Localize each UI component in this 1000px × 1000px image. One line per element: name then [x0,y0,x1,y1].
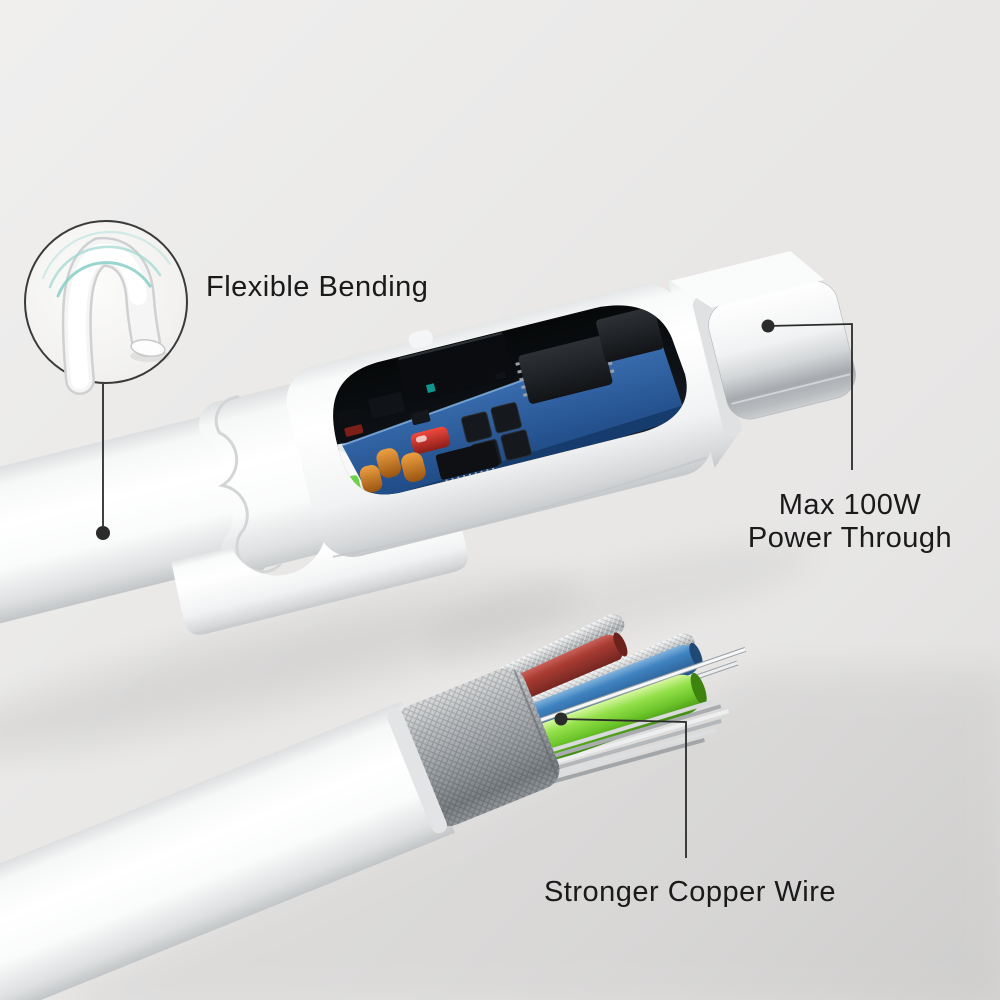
callout-max-power [761,319,853,470]
flex-arcs-icon [41,230,172,298]
copper-wire-green [514,674,703,768]
max-power-label-line2: Power Through [748,522,952,554]
leader-dot-copper [554,712,568,726]
braided-shield-collar [387,667,560,834]
pcb-components [336,306,664,500]
connector-neck [667,277,738,468]
leader-line-power [767,323,853,470]
leader-line-copper [560,718,687,858]
copper-wire-label: Stronger Copper Wire [544,876,836,908]
callout-flexible-bending [96,384,110,540]
red-led [410,426,451,454]
leader-dot-flexible [96,526,110,540]
shell-latch-nub [408,329,433,349]
bent-cable-icon [61,236,170,395]
leader-dot-power [761,319,775,333]
flexible-bending-inset [24,220,188,395]
usb-c-connector-assembly [0,251,856,639]
capacitor [376,448,401,478]
usb-c-tip-top-face [670,251,825,308]
cast-shadows [0,544,1000,1000]
collar-rim [387,709,447,834]
copper-strand-bundle [526,700,730,789]
capacitor [359,464,383,493]
capacitor [401,452,426,482]
inner-wires [494,613,747,789]
callout-copper-wire [554,712,687,858]
lower-cable-jacket [0,701,455,1000]
max-power-label-line1: Max 100W [779,489,922,521]
stripped-cable-assembly [0,613,747,1000]
flexible-bending-label: Flexible Bending [206,271,428,303]
